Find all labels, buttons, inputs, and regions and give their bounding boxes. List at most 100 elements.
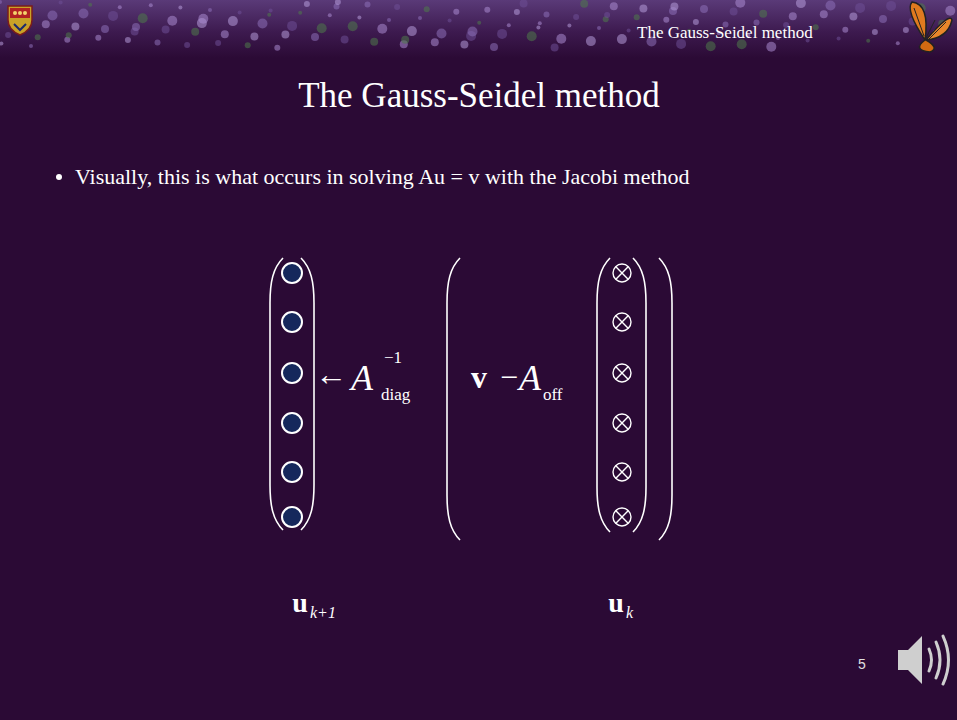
flower-dot	[551, 43, 559, 51]
flower-dot	[401, 36, 409, 44]
butterfly-logo	[910, 2, 952, 52]
bullet-dot	[56, 174, 62, 180]
old-entries	[613, 264, 631, 526]
flower-dot	[311, 33, 319, 41]
flower-dot	[437, 29, 447, 39]
flower-dot	[79, 9, 89, 19]
bullet-text: Visually, this is what occurs in solving…	[75, 162, 865, 192]
flower-dot	[700, 5, 708, 13]
flower-dot	[407, 26, 417, 36]
flower-dot	[215, 40, 221, 46]
subscript: off	[543, 386, 563, 403]
flower-dot	[221, 30, 229, 38]
subscript: k+1	[310, 605, 336, 621]
flower-dot	[617, 34, 627, 44]
flower-dot	[896, 41, 900, 45]
flower-dot	[370, 38, 378, 46]
subscript: k	[626, 605, 633, 621]
flower-dot	[490, 43, 498, 51]
flower-dot	[138, 13, 148, 23]
flower-dot	[66, 32, 72, 38]
flower-dot	[766, 42, 776, 52]
flower-dot	[42, 20, 50, 28]
flower-dot	[735, 0, 745, 8]
flower-dot	[514, 9, 520, 15]
flower-dot	[544, 12, 550, 18]
otimes-symbol	[613, 264, 631, 282]
parenthesis	[633, 258, 646, 532]
flower-dot	[304, 1, 310, 7]
vector-symbol: u	[608, 589, 624, 617]
parenthesis	[301, 258, 314, 530]
flower-dot	[178, 6, 182, 10]
flower-dot	[348, 21, 358, 31]
page-number: 5	[858, 657, 866, 671]
flower-dot	[796, 0, 806, 8]
flower-dot	[29, 44, 33, 48]
flower-dot	[556, 34, 566, 44]
flower-dot	[484, 7, 490, 13]
flower-dot	[759, 10, 767, 18]
flower-dot	[610, 2, 618, 10]
flower-dot	[250, 33, 258, 41]
flower-dot	[431, 38, 439, 46]
flower-dot	[394, 4, 400, 10]
subscript: diag	[381, 386, 410, 403]
flower-dot	[365, 2, 371, 8]
slide-title: The Gauss-Seidel method	[298, 78, 660, 113]
flower-dot	[155, 40, 161, 46]
flower-dot	[468, 27, 478, 37]
flower-dot	[580, 0, 588, 8]
flower-dot	[448, 18, 452, 22]
flower-dot	[167, 16, 177, 26]
minus-sign: −	[500, 361, 518, 393]
flower-dot	[418, 16, 422, 20]
flower-dot	[849, 13, 857, 21]
vector-symbol: u	[292, 589, 308, 617]
flower-dot	[536, 26, 540, 30]
flower-dot	[497, 29, 507, 39]
flower-dot	[706, 41, 716, 51]
flower-dot	[627, 28, 631, 32]
flower-dot	[258, 19, 268, 29]
flower-dot	[118, 5, 122, 9]
flower-dot	[377, 24, 387, 34]
matrix-symbol: A	[519, 360, 541, 396]
flower-dot	[287, 21, 297, 31]
flower-dot	[335, 0, 341, 5]
flower-dot	[0, 0, 2, 4]
parenthesis	[659, 258, 672, 540]
flower-dot	[387, 18, 391, 22]
flower-dot	[35, 34, 41, 40]
flower-dot	[663, 17, 669, 23]
flower-dot	[789, 12, 797, 20]
flower-dot	[538, 21, 542, 25]
otimes-symbol	[613, 508, 631, 526]
flower-dot	[59, 0, 63, 4]
flower-dot	[903, 27, 909, 33]
flower-dot	[101, 25, 109, 33]
superscript: −1	[384, 349, 402, 366]
flower-dot	[507, 23, 511, 27]
flower-dot	[274, 45, 280, 51]
new-entry-circle	[282, 312, 302, 332]
flower-dot	[267, 13, 271, 17]
flower-dot	[453, 9, 459, 15]
flower-dot	[298, 11, 302, 15]
otimes-symbol	[613, 313, 631, 331]
header-text: The Gauss-Seidel method	[637, 24, 813, 41]
otimes-symbol	[613, 414, 631, 432]
new-entry-circle	[282, 413, 302, 433]
flower-dot	[737, 39, 747, 49]
flower-dot	[813, 24, 819, 30]
flower-dot	[866, 39, 870, 43]
new-entry-circle	[282, 462, 302, 482]
flower-dot	[670, 3, 678, 11]
flower-dot	[879, 15, 887, 23]
speaker-icon	[898, 636, 949, 684]
flower-dot	[245, 42, 251, 48]
flower-dot	[424, 6, 430, 12]
flower-dot	[132, 23, 140, 31]
flower-dot	[477, 21, 481, 25]
flower-dot	[604, 12, 610, 18]
